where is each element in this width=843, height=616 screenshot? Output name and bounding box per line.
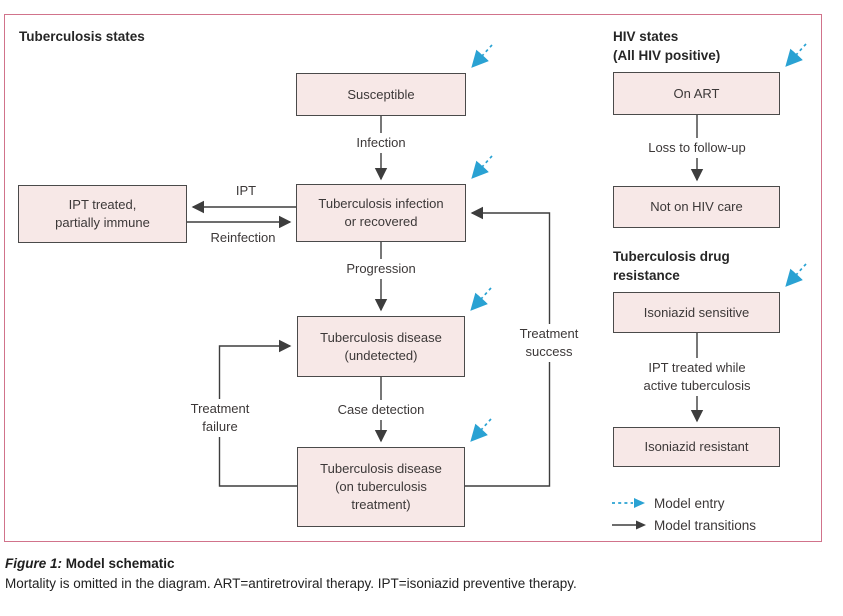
- edge-label-ipt: IPT: [231, 181, 261, 201]
- legend: Model entry Model transitions: [611, 493, 756, 535]
- node-on-art: On ART: [613, 72, 780, 115]
- node-not-on-hiv-care: Not on HIV care: [613, 186, 780, 228]
- section-title-tuberculosis-states: Tuberculosis states: [19, 29, 145, 44]
- node-tuberculosis-disease-undetected: Tuberculosis disease (undetected): [297, 316, 465, 377]
- model-transitions-arrow-icon: [612, 520, 646, 530]
- edge-label-reinfection: Reinfection: [206, 228, 280, 248]
- node-ipt-treated-partially-immune: IPT treated, partially immune: [18, 185, 187, 243]
- node-tuberculosis-infection-or-recovered: Tuberculosis infection or recovered: [296, 184, 466, 242]
- edge-label-progression: Progression: [342, 259, 420, 279]
- node-tuberculosis-disease-on-treatment: Tuberculosis disease (on tuberculosis tr…: [297, 447, 465, 527]
- section-title-hiv-states: HIV states (All HIV positive): [613, 29, 721, 63]
- legend-row-model-transitions: Model transitions: [611, 515, 756, 535]
- figure-caption: Figure 1: Model schematic Mortality is o…: [5, 554, 835, 594]
- caption-note: Mortality is omitted in the diagram. ART…: [5, 576, 577, 591]
- edge-label-treatment-success: Treatment success: [515, 324, 583, 362]
- legend-label-model-transitions: Model transitions: [654, 517, 757, 533]
- node-isoniazid-sensitive: Isoniazid sensitive: [613, 292, 780, 333]
- legend-label-model-entry: Model entry: [654, 495, 725, 511]
- edge-label-infection: Infection: [352, 133, 410, 153]
- node-isoniazid-resistant: Isoniazid resistant: [613, 427, 780, 467]
- legend-row-model-entry: Model entry: [611, 493, 756, 513]
- edge-label-case-detection: Case detection: [333, 400, 429, 420]
- figure-title: Model schematic: [65, 556, 175, 571]
- edge-label-ipt-treated-while-active: IPT treated while active tuberculosis: [639, 358, 755, 396]
- model-entry-arrow-icon: [612, 498, 645, 508]
- figure-number-label: Figure 1:: [5, 556, 63, 571]
- edge-label-loss-to-follow-up: Loss to follow-up: [644, 138, 750, 158]
- caption-title-line: Figure 1: Model schematic: [5, 554, 835, 574]
- node-susceptible: Susceptible: [296, 73, 466, 116]
- edge-label-treatment-failure: Treatment failure: [186, 399, 254, 437]
- section-title-tb-drug-resistance: Tuberculosis drug resistance: [613, 249, 730, 283]
